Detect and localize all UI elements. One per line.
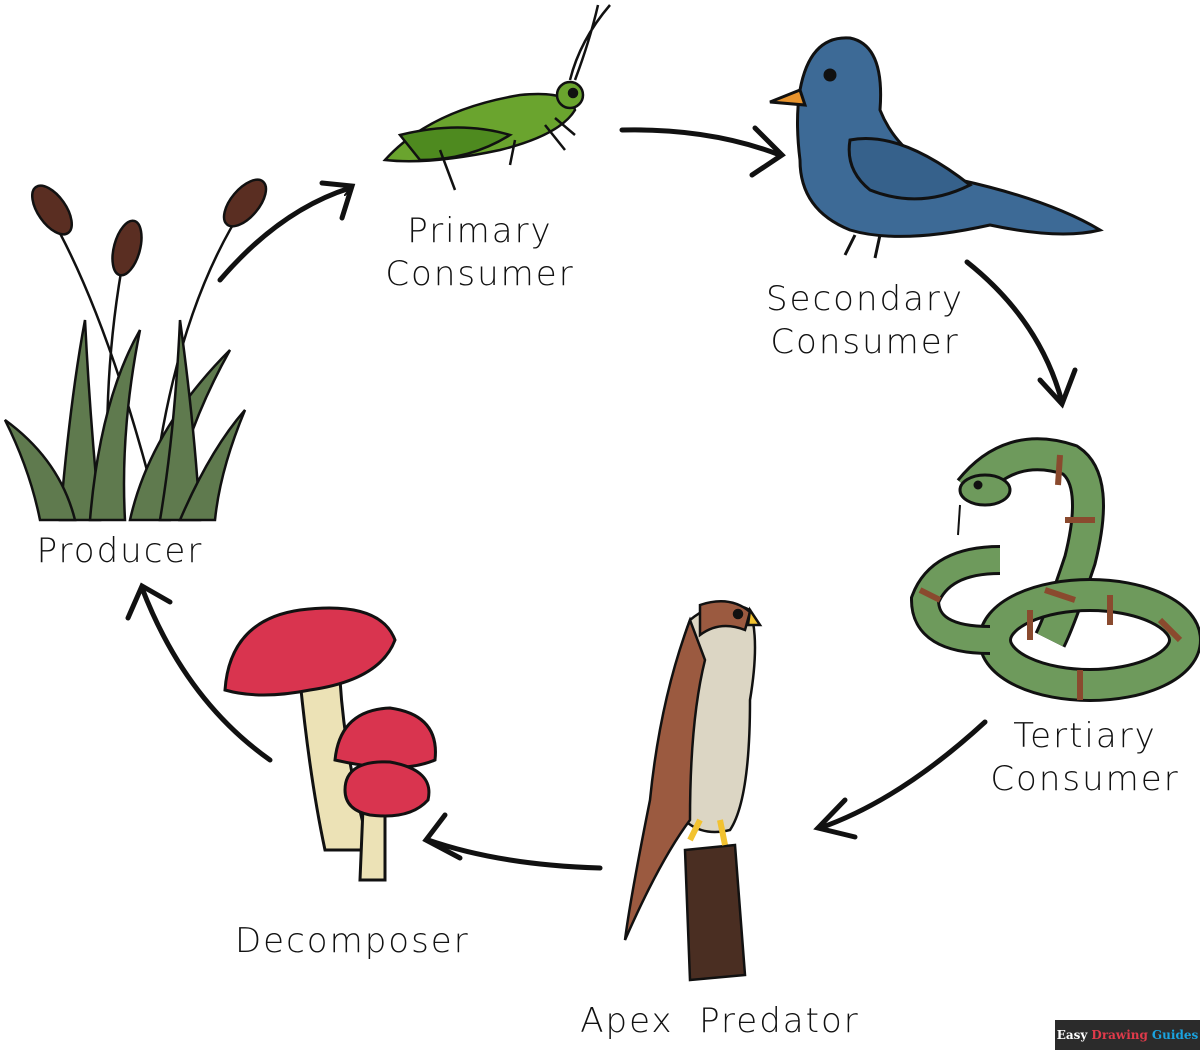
arrow-apex-to-decomposer [425,837,603,871]
label-line: Tertiary [1013,716,1157,756]
label-line: Consumer [770,322,960,362]
label-line: Primary [407,211,553,251]
mushrooms [223,606,437,882]
watermark: Easy Drawing Guides [1055,1020,1200,1050]
grasshopper [382,4,611,191]
label-decomposer: Decomposer [235,920,470,963]
label-line: Consumer [385,254,575,294]
arrow-tertiary-to-apex [817,719,988,831]
label-line: Producer [36,531,204,571]
label-line: Secondary [765,279,965,319]
arrow-primary-to-secondary [619,127,783,158]
arrow-decomposer-to-producer [139,585,273,763]
cattail-reeds [3,178,268,522]
watermark-easy: Easy [1056,1028,1088,1042]
arrow-secondary-to-tertiary [964,259,1065,405]
hawk [623,600,763,982]
arrow-producer-to-primary [217,188,350,283]
label-producer: Producer [20,530,220,573]
watermark-guides: Guides [1151,1028,1199,1042]
blue-bird [769,36,1104,259]
label-line: Decomposer [235,921,470,961]
label-apex-predator: Apex Predator [580,1000,860,1043]
label-line: Consumer [990,759,1180,799]
watermark-drawing: Drawing [1091,1028,1148,1042]
label-line: Apex Predator [580,1001,860,1041]
snake [909,437,1200,702]
